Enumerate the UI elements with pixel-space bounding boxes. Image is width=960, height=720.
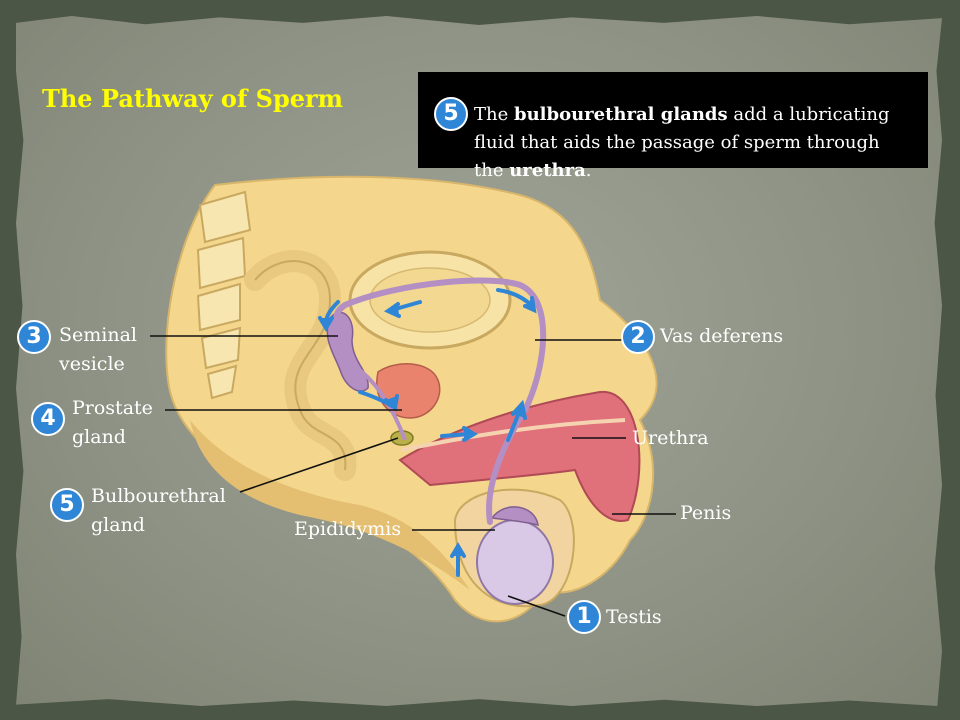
label-urethra: Urethra [632, 427, 709, 449]
step-badge-seminal-vesicle: 3 [17, 320, 51, 354]
label-testis: Testis [606, 606, 662, 628]
flow-arrows [318, 288, 537, 577]
label-epididymis: Epididymis [294, 518, 402, 540]
callout-box [418, 72, 928, 168]
epididymis-shape [490, 506, 539, 527]
label-penis: Penis [680, 502, 732, 524]
step-badge-vas-deferens: 2 [621, 320, 655, 354]
seminal-vesicle-shape [326, 311, 369, 392]
step-badge-prostate-gland: 4 [31, 402, 65, 436]
callout-text: The bulbourethral glands add a lubricati… [474, 104, 890, 181]
vas-deferens-tube [333, 277, 547, 525]
testis-shape [476, 519, 554, 605]
step-badge-testis: 1 [567, 600, 601, 634]
urethra-shape [401, 418, 626, 452]
callout-step-badge: 5 [434, 97, 468, 131]
label-vas-deferens: Vas deferens [660, 325, 784, 347]
leader-lines [150, 335, 676, 617]
spine [196, 190, 252, 400]
pelvic-shadow [190, 420, 470, 590]
slide-title: The Pathway of Sperm [42, 84, 344, 113]
step-badge-bulbourethral-gland: 5 [50, 488, 84, 522]
